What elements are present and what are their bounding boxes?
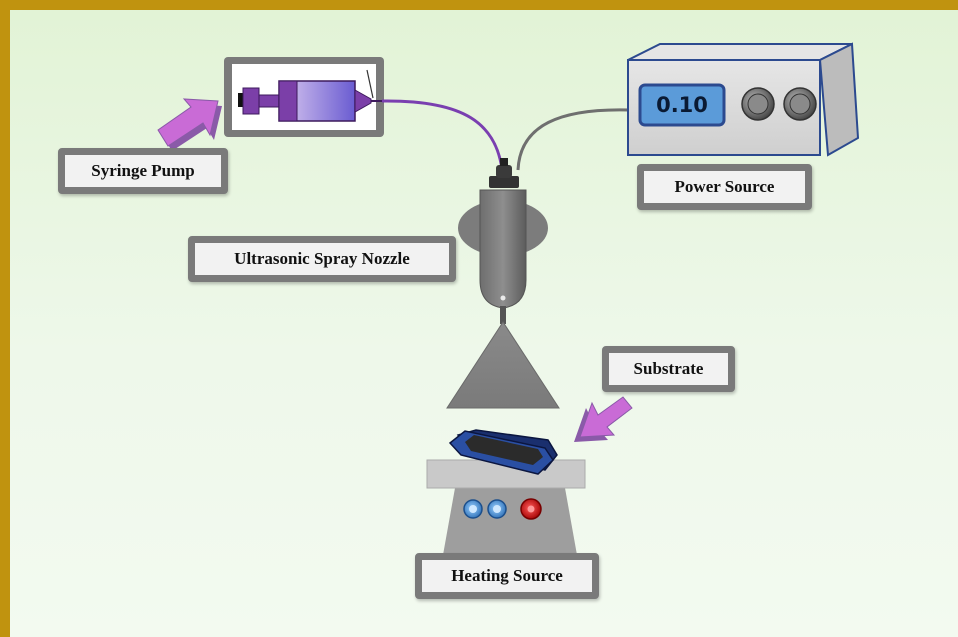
heating-source-label-text: Heating Source — [451, 566, 563, 585]
substrate-label: Substrate — [602, 346, 735, 392]
syringe-pump-label-text: Syringe Pump — [91, 161, 195, 180]
power-source-label: Power Source — [637, 164, 812, 210]
spray-nozzle — [458, 158, 548, 324]
substrate-label-text: Substrate — [633, 359, 704, 378]
syringe-pump — [224, 57, 384, 137]
syringe-pump-label: Syringe Pump — [58, 148, 228, 194]
power-source-label-text: Power Source — [674, 177, 775, 196]
heating-source-device — [426, 459, 586, 555]
substrate — [448, 429, 558, 475]
display-screen — [638, 83, 726, 127]
syringe-icon — [242, 69, 382, 122]
heating-source-label: Heating Source — [415, 553, 599, 599]
arrow-to-substrate-icon — [574, 396, 633, 442]
arrow-to-syringe-icon — [157, 98, 222, 151]
power-cable — [516, 108, 631, 171]
power-source-device — [627, 42, 860, 157]
feed-line — [381, 99, 505, 181]
spray-nozzle-label: Ultrasonic Spray Nozzle — [188, 236, 456, 282]
spray-cone — [446, 321, 560, 409]
power-display-value: 0.10 — [656, 93, 708, 117]
spray-nozzle-label-text: Ultrasonic Spray Nozzle — [234, 249, 410, 268]
